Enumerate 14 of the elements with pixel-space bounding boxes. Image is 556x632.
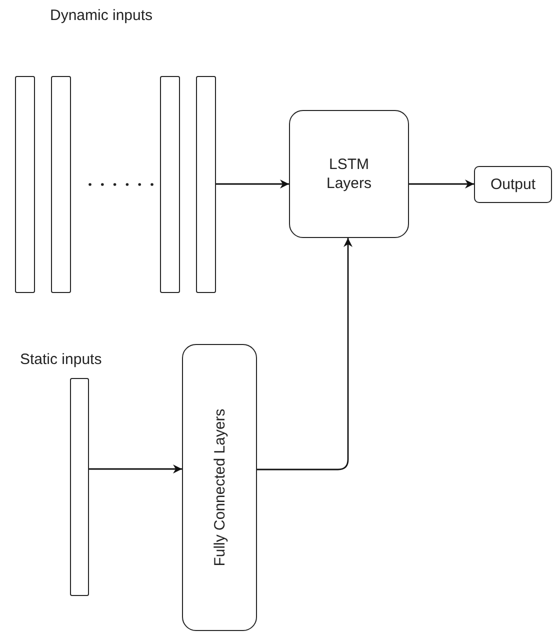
arrow (409, 180, 474, 188)
arrow (89, 464, 182, 474)
layer-box: Fully Connected Layers (182, 344, 257, 631)
output-box: Output (474, 166, 552, 203)
layer-box: LSTM Layers (289, 110, 409, 238)
input-label: Static inputs (20, 351, 102, 368)
input-label: Dynamic inputs (50, 7, 153, 24)
arrow (257, 238, 352, 470)
input-bar (51, 76, 71, 293)
arrow (216, 180, 289, 188)
input-bar (70, 378, 89, 596)
input-bar (15, 76, 35, 293)
input-bar (196, 76, 216, 293)
input-bar (160, 76, 180, 293)
